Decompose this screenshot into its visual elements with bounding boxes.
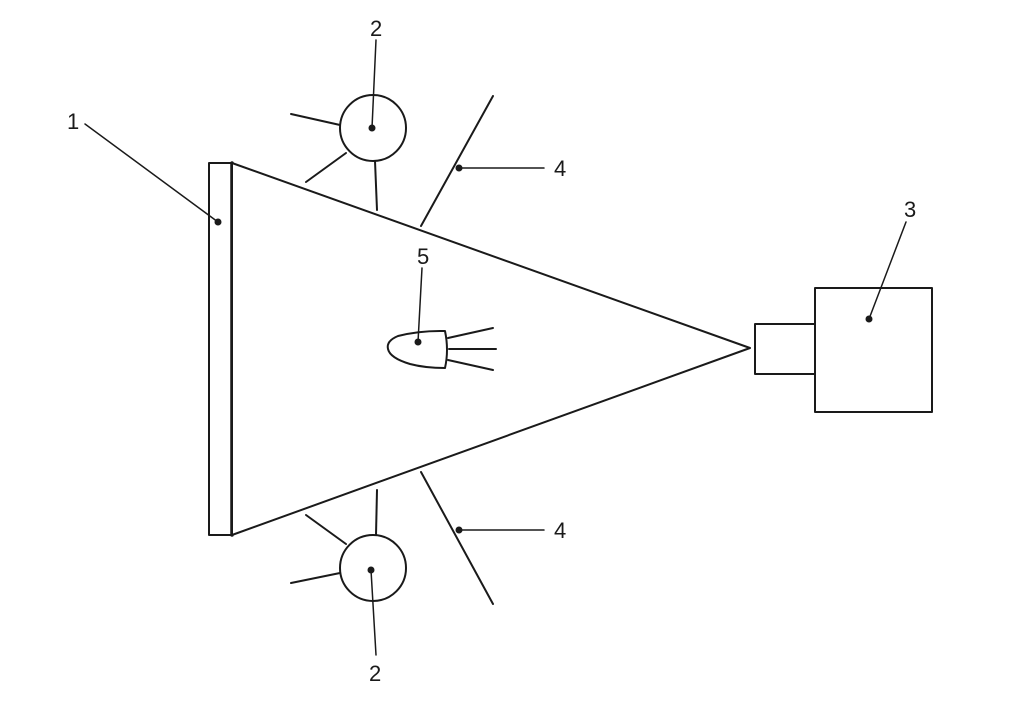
top-reflector: [420, 95, 494, 227]
object: [386, 327, 497, 371]
label-top-lamp: 2: [370, 16, 382, 41]
leader-dot-1: [214, 218, 222, 226]
leader-dot-2-top: [368, 124, 376, 132]
bottom-lamp-ray-diagonal: [305, 514, 347, 545]
label-top-reflector: 4: [554, 156, 566, 181]
label-screen: 1: [67, 109, 79, 134]
leader-dot-2-bottom: [367, 566, 375, 574]
label-bottom-lamp: 2: [369, 661, 381, 686]
label-object: 5: [417, 244, 429, 269]
label-camera: 3: [904, 197, 916, 222]
camera-lens: [754, 323, 816, 375]
top-lamp-ray-diagonal: [305, 152, 347, 183]
leader-dot-4-top: [455, 164, 463, 172]
leader-line-2-top: [371, 39, 377, 129]
camera: [754, 287, 933, 413]
camera-body: [814, 287, 933, 413]
leader-line-1: [84, 123, 219, 223]
leader-dot-3: [865, 315, 873, 323]
object-tail-bottom: [447, 359, 494, 371]
top-lamp-ray-down: [374, 160, 378, 211]
object-tail-top: [447, 327, 494, 339]
leader-line-5: [417, 267, 423, 343]
top-lamp-ray-left: [290, 113, 341, 126]
label-bottom-reflector: 4: [554, 518, 566, 543]
object-body: [386, 330, 448, 369]
leader-lines: [84, 39, 907, 656]
bottom-lamp-ray-left: [290, 572, 341, 584]
leader-dot-4-bottom: [455, 526, 463, 534]
bottom-reflector: [420, 471, 494, 605]
bottom-lamp-ray-up: [375, 489, 378, 536]
leader-dot-5: [414, 338, 422, 346]
leader-line-2-bottom: [370, 569, 377, 656]
leader-line-3: [868, 221, 907, 320]
